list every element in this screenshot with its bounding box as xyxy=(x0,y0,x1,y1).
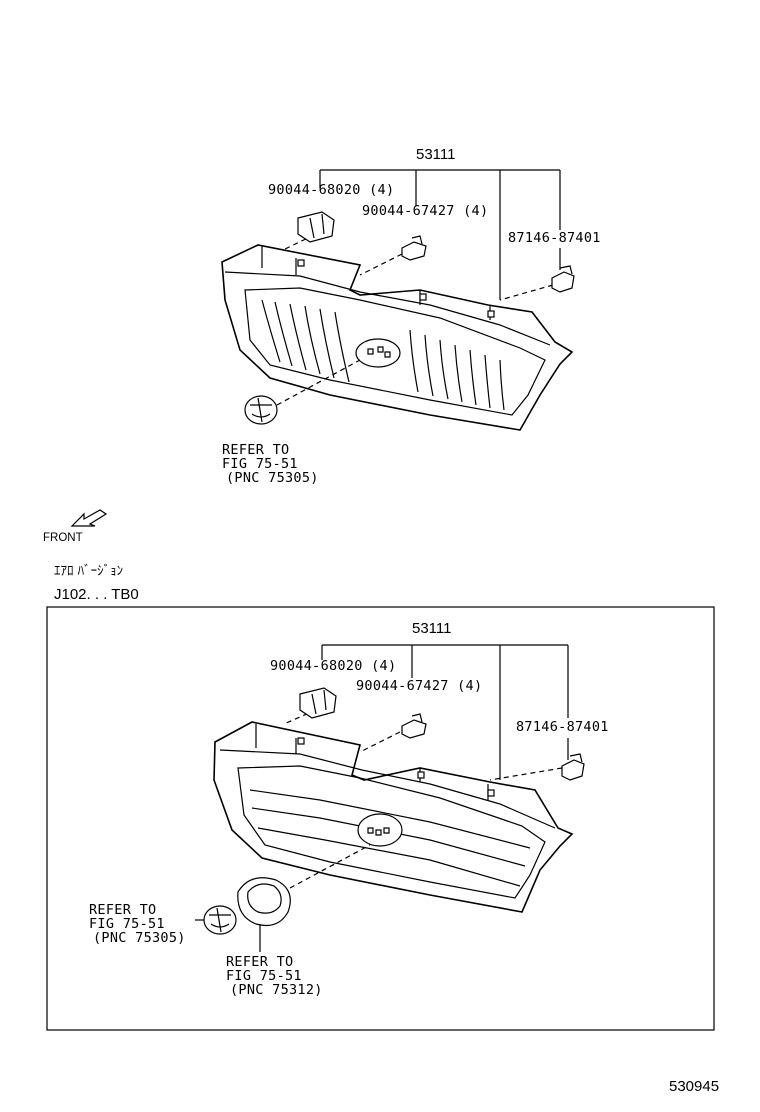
top-part-53111: 53111 xyxy=(416,146,456,163)
bottom-refer2-line2: FIG 75-51 xyxy=(226,968,302,984)
bottom-grille-assembly xyxy=(195,644,585,952)
bottom-part-53111: 53111 xyxy=(412,620,452,637)
clip-90044-68020-bottom xyxy=(299,687,337,719)
top-part-90044-67427: 90044-67427 (4) xyxy=(362,203,489,219)
top-refer-line2: FIG 75-51 xyxy=(222,456,298,472)
top-refer-line3: (PNC 75305) xyxy=(226,470,319,486)
bottom-part-90044-68020: 90044-68020 (4) xyxy=(270,658,397,674)
front-label: FRONT xyxy=(43,532,83,544)
clip-87146-87401-top xyxy=(551,265,575,293)
bottom-part-90044-67427: 90044-67427 (4) xyxy=(356,678,483,694)
variant-box xyxy=(46,606,715,1031)
clip-90044-67427-bottom xyxy=(401,713,427,739)
top-part-87146-87401: 87146-87401 xyxy=(508,230,601,246)
top-grille-assembly xyxy=(221,169,575,431)
bottom-part-87146-87401: 87146-87401 xyxy=(516,719,609,735)
bottom-refer2-line1: REFER TO xyxy=(226,954,294,970)
clip-90044-68020-top xyxy=(297,211,335,243)
emblem-surround-75312-bottom xyxy=(237,844,371,952)
variant-code: J102. . . TB0 xyxy=(54,586,139,603)
bottom-refer1-line1: REFER TO xyxy=(89,902,157,918)
figure-number: 530945 xyxy=(669,1078,720,1095)
top-part-90044-68020: 90044-68020 (4) xyxy=(268,182,395,198)
variant-jp-label: ｴｱﾛ ﾊﾞｰｼﾞｮﾝ xyxy=(54,564,124,579)
bottom-refer1-line2: FIG 75-51 xyxy=(89,916,165,932)
emblem-75305-top xyxy=(244,359,361,425)
clip-90044-67427-top xyxy=(401,235,427,261)
emblem-75305-bottom xyxy=(195,905,237,935)
bottom-refer2-line3: (PNC 75312) xyxy=(230,982,323,998)
top-refer-line1: REFER TO xyxy=(222,442,290,458)
bottom-refer1-line3: (PNC 75305) xyxy=(93,930,186,946)
front-arrow xyxy=(70,509,108,527)
clip-87146-87401-bottom xyxy=(561,753,585,781)
